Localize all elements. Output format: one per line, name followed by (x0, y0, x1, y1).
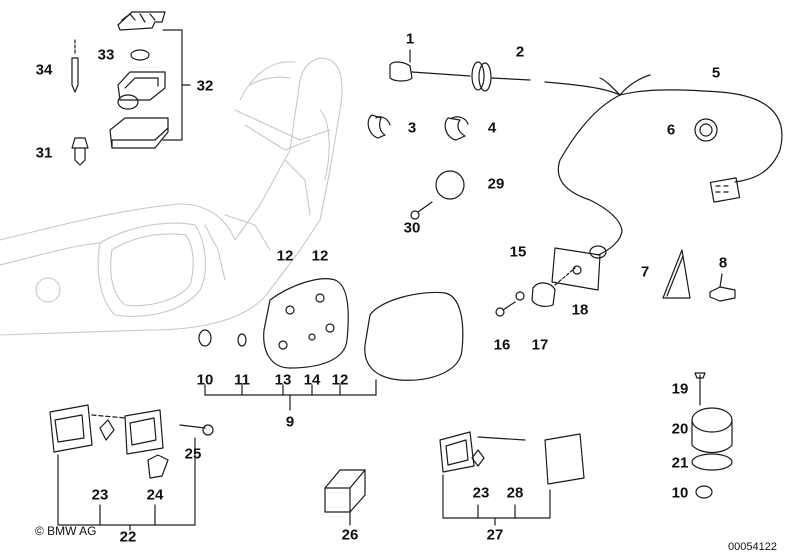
callout-15: 15 (509, 243, 527, 261)
part-3-clip (367, 114, 391, 139)
callout-12c: 12 (331, 371, 349, 389)
part-21-gasket (691, 453, 733, 471)
callout-31: 31 (35, 144, 53, 162)
part-20-motor (691, 407, 733, 454)
part-2-wire-grommet (471, 61, 531, 92)
callout-24: 24 (146, 486, 164, 504)
callout-17: 17 (531, 336, 549, 354)
part-1-connector (389, 49, 471, 82)
callout-19: 19 (671, 380, 689, 398)
copyright-text: © BMW AG (35, 524, 97, 538)
callout-12a: 12 (276, 247, 294, 265)
bracket-22 (57, 437, 196, 526)
part-24-clip (147, 454, 169, 479)
part-4-clip (444, 116, 469, 141)
part-30-screw (410, 201, 433, 220)
part-18-plate (551, 247, 601, 291)
callout-22: 22 (119, 528, 137, 546)
part-10-grommet-b (695, 485, 713, 499)
part-8-clip (709, 273, 736, 302)
part-19-bolt (694, 372, 706, 406)
callout-5: 5 (711, 64, 721, 82)
part-29-cap (435, 170, 465, 200)
callout-18: 18 (571, 301, 589, 319)
part-9-mount-plate (263, 278, 349, 369)
car-body-outline (0, 57, 343, 336)
callout-2: 2 (515, 43, 525, 61)
callout-26: 26 (341, 526, 359, 544)
bracket-27 (442, 474, 551, 519)
callout-6: 6 (666, 121, 676, 139)
callout-3: 3 (407, 119, 417, 137)
callout-25: 25 (184, 445, 202, 463)
part-7-triangle-cover (662, 249, 691, 299)
callout-34: 34 (35, 61, 53, 79)
part-26-bracket (324, 469, 366, 526)
callout-27: 27 (486, 526, 504, 544)
callout-32: 32 (196, 77, 214, 95)
part-22-lamp-lens-right (124, 409, 164, 455)
callout-10b: 10 (671, 484, 689, 502)
callout-1: 1 (405, 30, 415, 48)
document-number: 00054122 (728, 541, 777, 553)
callout-21: 21 (671, 454, 689, 472)
callout-20: 20 (671, 420, 689, 438)
part-15-washer (515, 291, 525, 301)
callout-14: 14 (303, 371, 321, 389)
callout-33: 33 (97, 46, 115, 64)
part-27-lamp-left (439, 431, 475, 473)
part-32-lamp-assembly (109, 11, 191, 149)
part-6-grommet (694, 118, 718, 142)
part-16-screw (495, 301, 516, 317)
part-17-socket (531, 267, 576, 307)
part-5-wiring-harness (544, 74, 783, 256)
callout-4: 4 (487, 119, 497, 137)
part-28-wire (477, 436, 526, 441)
part-27-lens-right (544, 433, 585, 485)
callout-11: 11 (234, 371, 250, 389)
part-34-pin (71, 39, 79, 93)
callout-23a: 23 (91, 486, 109, 504)
harness-plug-17 (589, 245, 607, 259)
part-23-seal-b (471, 449, 485, 467)
callout-30: 30 (403, 219, 421, 237)
part-25-screw (179, 424, 214, 436)
callout-9: 9 (285, 413, 295, 431)
callout-7: 7 (640, 263, 650, 281)
callout-10a: 10 (196, 371, 214, 389)
callout-29: 29 (487, 175, 505, 193)
part-22-lamp-lens-left (49, 404, 93, 453)
callout-12b: 12 (311, 247, 329, 265)
callout-16: 16 (493, 336, 511, 354)
part-23-seal (99, 419, 115, 441)
callout-13: 13 (274, 371, 292, 389)
callout-23b: 23 (472, 484, 490, 502)
callout-28: 28 (506, 484, 524, 502)
part-11-washer (237, 333, 247, 347)
part-31-bulb (71, 137, 89, 166)
callout-8: 8 (718, 254, 728, 272)
part-9-mirror-housing (364, 291, 464, 381)
part-10-grommet (198, 329, 212, 347)
